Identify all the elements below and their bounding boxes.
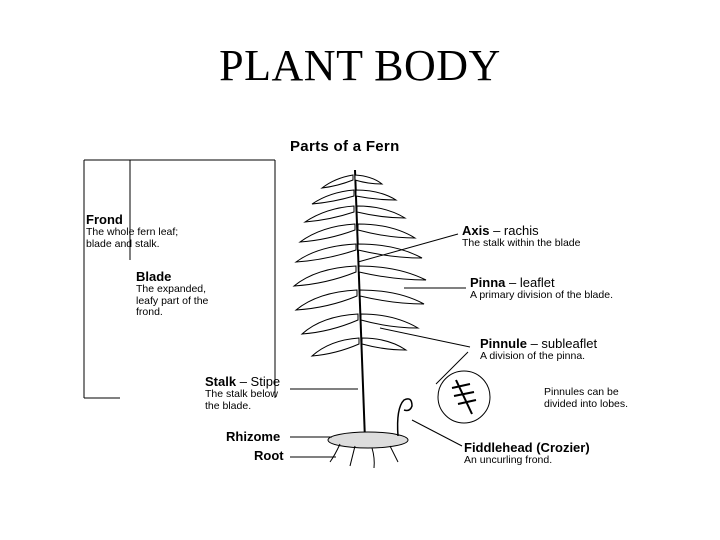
- fiddlehead-shape: [396, 398, 413, 437]
- pinna-right: [354, 174, 384, 185]
- root-strand: [349, 445, 356, 467]
- root-strand: [371, 447, 375, 469]
- desc-line: The whole fern leaf;: [86, 226, 179, 238]
- pinna-left: [303, 205, 355, 223]
- diagram-title: Parts of a Fern: [290, 138, 400, 155]
- rhizome-shape: [327, 431, 409, 449]
- desc-lobes-note: Pinnules can be divided into lobes.: [544, 386, 629, 410]
- pinna-right: [358, 265, 427, 281]
- label-frond: Frond: [86, 212, 123, 227]
- magnifier-leader: [435, 351, 469, 385]
- label-pinnule-name: Pinnule: [480, 336, 527, 351]
- desc-line: A primary division of the blade.: [470, 289, 613, 301]
- label-pinna-alt: – leaflet: [505, 275, 555, 290]
- label-root: Root: [254, 448, 284, 463]
- desc-frond: The whole fern leaf; blade and stalk.: [86, 226, 179, 250]
- desc-axis: The stalk within the blade: [462, 237, 581, 250]
- rachis-line: [354, 169, 366, 441]
- desc-line: divided into lobes.: [544, 397, 629, 410]
- label-pinna: Pinna – leaflet: [470, 276, 555, 290]
- desc-pinnule: A division of the pinna.: [480, 350, 586, 363]
- pinnule-leader: [379, 327, 471, 348]
- axis-leader: [357, 233, 459, 263]
- roots: [329, 443, 399, 469]
- label-pinnule-alt: – subleaflet: [526, 336, 598, 351]
- label-axis: Axis – rachis: [462, 224, 539, 238]
- pinna-left: [300, 313, 359, 335]
- label-blade: Blade: [136, 269, 172, 284]
- pinnule-detail: [451, 379, 477, 415]
- pinna-right: [357, 223, 417, 239]
- label-stalk-name: Stalk: [205, 374, 237, 389]
- desc-stalk: The stalk below the blade.: [205, 388, 278, 412]
- root-strand: [389, 445, 399, 463]
- desc-line: the blade.: [205, 399, 252, 412]
- pinna-right: [360, 313, 420, 329]
- desc-line: A division of the pinna.: [480, 350, 586, 362]
- pinna-left: [311, 189, 355, 205]
- label-axis-name: Axis: [462, 223, 490, 238]
- label-axis-alt: – rachis: [489, 223, 539, 238]
- diagram-title-text: Parts of a Fern: [290, 138, 400, 155]
- pinna-right: [359, 289, 425, 305]
- pinna-right: [356, 205, 407, 219]
- label-pinnule: Pinnule – subleaflet: [480, 337, 597, 351]
- pinna-right: [357, 243, 423, 259]
- pinna-left: [298, 223, 356, 243]
- pinna-left: [292, 265, 357, 287]
- desc-blade: The expanded, leafy part of the frond.: [136, 283, 209, 319]
- pinna-right: [355, 189, 398, 201]
- desc-line: The stalk within the blade: [462, 237, 581, 249]
- bracket-lines: [83, 159, 276, 399]
- pinnae: [292, 174, 427, 357]
- desc-line: An uncurling frond.: [464, 454, 553, 466]
- label-fiddlehead: Fiddlehead (Crozier): [464, 440, 590, 455]
- pinna-left: [294, 289, 358, 311]
- desc-pinna: A primary division of the blade.: [470, 289, 613, 302]
- desc-fiddlehead: An uncurling frond.: [464, 454, 553, 467]
- desc-line: frond.: [136, 306, 163, 318]
- pinna-left: [294, 243, 357, 263]
- label-stalk: Stalk – Stipe: [205, 375, 280, 389]
- desc-line: Pinnules can be: [544, 386, 619, 398]
- leader-lines: [290, 233, 471, 458]
- root-strand: [329, 443, 341, 463]
- label-rhizome: Rhizome: [226, 429, 281, 444]
- pinna-left: [320, 174, 354, 189]
- desc-line: leafy part of the: [136, 294, 209, 307]
- desc-line: The expanded,: [136, 283, 207, 295]
- fiddlehead-leader: [411, 419, 463, 447]
- desc-line: blade and stalk.: [86, 237, 160, 250]
- label-stalk-alt: – Stipe: [236, 374, 281, 389]
- pinna-right: [361, 337, 408, 351]
- desc-line: The stalk below: [205, 388, 278, 400]
- pinna-left: [310, 337, 360, 357]
- slide-title: PLANT BODY: [219, 41, 501, 90]
- label-pinna-name: Pinna: [470, 275, 506, 290]
